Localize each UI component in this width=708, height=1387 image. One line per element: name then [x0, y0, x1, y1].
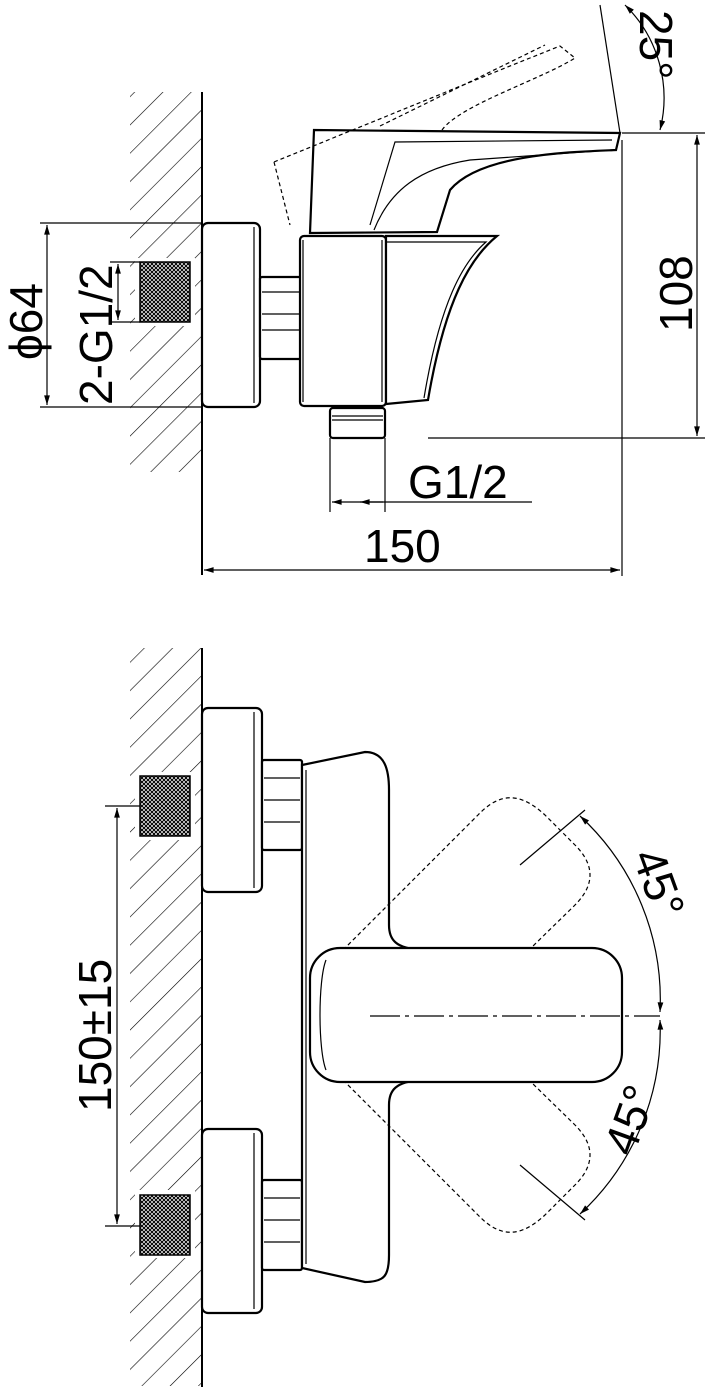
flange-upper — [200, 706, 264, 894]
dim-lever-angle: 25° — [599, 4, 682, 134]
eccentric-nut-upper — [260, 758, 304, 852]
outlet-nipple — [328, 406, 387, 440]
height-label: 108 — [650, 255, 702, 332]
lever-handle-top — [308, 946, 624, 1084]
outlet-thread-label: G1/2 — [408, 456, 508, 508]
eccentric-nut — [258, 275, 304, 361]
dim-height: 108 — [428, 132, 705, 439]
connector-knurl — [139, 261, 191, 323]
wall-hatch-bottom — [130, 648, 202, 1386]
dim-flange-diameter: ϕ64 — [0, 222, 202, 408]
rotation-angle-lower-label: 45° — [594, 1078, 667, 1161]
flange-lower — [200, 1127, 264, 1315]
lever-handle — [308, 128, 622, 235]
flange — [200, 221, 262, 409]
centre-distance-label: 150±15 — [69, 959, 121, 1112]
side-view: 25° 108 G1/2 150 ϕ64 — [0, 4, 705, 576]
lever-angle-label: 25° — [630, 10, 682, 80]
top-view: 45° 45° 150±15 — [69, 648, 695, 1387]
depth-label: 150 — [364, 520, 441, 572]
flange-diameter-label: ϕ64 — [0, 283, 52, 360]
dim-inlet-thread: 2-G1/2 — [70, 261, 140, 405]
dim-outlet-thread: G1/2 — [329, 438, 532, 512]
connector-knurl-upper — [139, 775, 191, 837]
lever-handle-rotated — [273, 44, 577, 226]
dim-depth: 150 — [204, 140, 623, 576]
connector-knurl-lower — [139, 1194, 191, 1256]
mixer-body — [298, 234, 388, 408]
eccentric-nut-lower — [260, 1178, 304, 1272]
dim-centre-distance: 150±15 — [69, 805, 140, 1227]
inlet-thread-label: 2-G1/2 — [70, 264, 122, 405]
rotation-angle-upper-label: 45° — [623, 842, 696, 925]
